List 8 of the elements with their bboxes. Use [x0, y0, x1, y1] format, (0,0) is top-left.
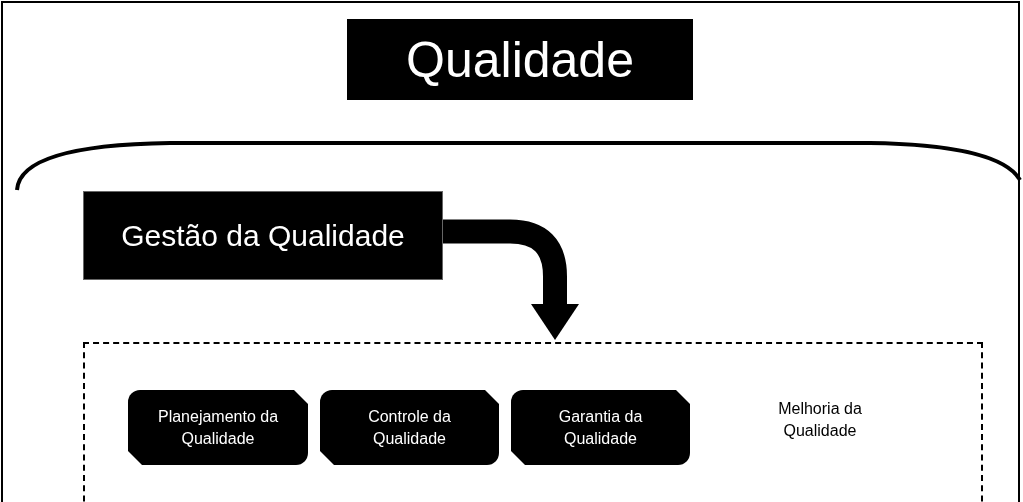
curved-arrow: [443, 219, 579, 340]
heading-box: Gestão da Qualidade: [83, 191, 443, 280]
snipped-process-box: Planejamento da Qualidade: [128, 390, 308, 465]
snipped-process-box: Garantia da Qualidade: [511, 390, 690, 465]
dashed-group-box: [83, 342, 983, 502]
text-label: Melhoria da Qualidade: [760, 385, 880, 455]
title-box: Qualidade: [347, 19, 693, 100]
snipped-process-box: Controle da Qualidade: [320, 390, 499, 465]
